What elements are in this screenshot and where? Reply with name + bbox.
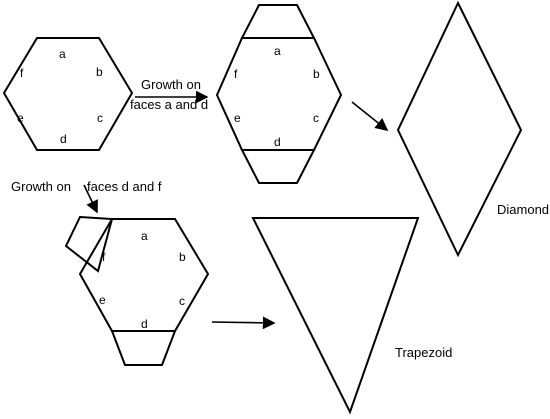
face-label-a: a xyxy=(59,47,66,61)
arrow-to-diamond xyxy=(351,101,389,131)
face-label-e: e xyxy=(17,111,24,125)
face-label-b: b xyxy=(313,67,320,81)
hexagon-growth-d-f: a b c d e f xyxy=(64,215,210,366)
face-label-f: f xyxy=(20,66,24,80)
face-label-e: e xyxy=(99,293,106,307)
arrow-growth-d-f xyxy=(83,184,98,214)
hexagon-growth-a-d: a b c d e f xyxy=(215,4,343,184)
face-label-c: c xyxy=(97,111,103,125)
face-label-b: b xyxy=(96,65,103,79)
face-label-d: d xyxy=(141,317,148,331)
trapezoid-shape xyxy=(251,217,420,415)
arrow1-caption-line2: faces a and d xyxy=(130,97,208,112)
arrow2-caption-line2: faces d and f xyxy=(87,179,162,194)
arrow1-caption-line1: Growth on xyxy=(141,77,201,92)
face-label-f: f xyxy=(234,67,238,81)
trapezoid-label: Trapezoid xyxy=(395,345,452,360)
arrow-to-trapezoid xyxy=(211,316,276,330)
face-label-c: c xyxy=(179,294,185,308)
face-label-f: f xyxy=(102,250,106,264)
face-label-e: e xyxy=(234,111,241,125)
face-label-a: a xyxy=(141,229,148,243)
face-label-b: b xyxy=(179,250,186,264)
diamond-label: Diamond xyxy=(497,202,549,217)
arrow2-caption-line1: Growth on xyxy=(11,179,71,194)
hexagon-original: a b c d e f xyxy=(2,37,134,151)
diamond-shape xyxy=(396,0,523,258)
face-label-a: a xyxy=(274,44,281,58)
face-label-c: c xyxy=(313,111,319,125)
face-label-d: d xyxy=(60,132,67,146)
face-label-d: d xyxy=(274,135,281,149)
